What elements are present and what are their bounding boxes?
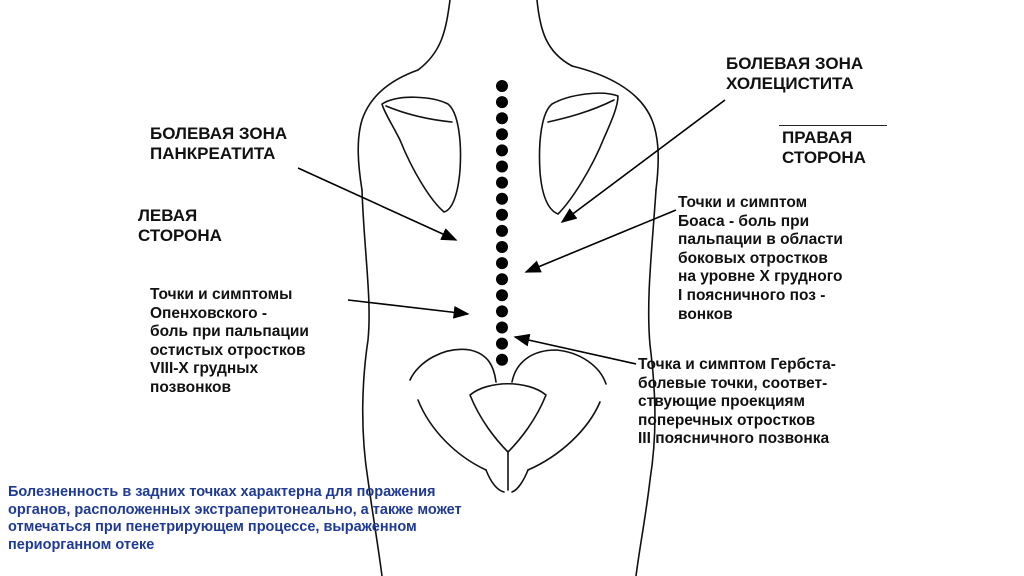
- vertebra-dot: [496, 128, 508, 141]
- sacrum: [469, 382, 547, 453]
- buttock-left: [485, 469, 505, 493]
- label-line: на уровне X грудного: [678, 268, 843, 286]
- vertebra-dot: [496, 289, 508, 302]
- vertebra-dot: [496, 144, 508, 157]
- label-cholecystitis-zone: БОЛЕВАЯ ЗОНА ХОЛЕЦИСТИТА: [726, 54, 863, 95]
- label-line: ХОЛЕЦИСТИТА: [726, 74, 854, 94]
- vertebra-dot: [496, 96, 508, 109]
- label-line: БОЛЕВАЯ ЗОНА: [150, 124, 288, 143]
- right-iliac-crest: [511, 349, 607, 385]
- right-scapula-spine: [547, 99, 615, 123]
- vertebra-dot: [496, 112, 508, 125]
- label-line: VIII-X грудных: [150, 360, 259, 378]
- left-scapula-spine: [385, 105, 453, 123]
- vertebra-dot: [496, 80, 508, 92]
- left-iliac-crest: [409, 348, 497, 383]
- label-line: Точки и симптом: [678, 194, 808, 211]
- vertebra-dot: [496, 273, 508, 286]
- vertebra-dot: [496, 321, 508, 334]
- label-line: ствующие проекциям: [638, 393, 805, 411]
- label-line: Точка и симптом Гербста-: [638, 356, 836, 373]
- label-line: БОЛЕВАЯ ЗОНА: [726, 54, 864, 73]
- label-line: вонков: [678, 305, 733, 323]
- label-line: боль при пальпации: [150, 323, 309, 341]
- arrow-boas: [524, 209, 677, 273]
- label-gerbst-symptom: Точка и симптом Гербста- болевые точки, …: [638, 356, 836, 449]
- right-gluteal: [527, 401, 601, 471]
- label-line: Боаса - боль при: [678, 212, 810, 230]
- left-scapula: [381, 96, 462, 213]
- label-line: Опенховского -: [150, 304, 268, 322]
- label-pancreatitis-zone: БОЛЕВАЯ ЗОНА ПАНКРЕАТИТА: [150, 124, 287, 165]
- label-line: I поясничного поз -: [678, 286, 826, 304]
- vertebra-dot: [496, 241, 508, 253]
- caption-line: органов, расположенных экстраперитонеаль…: [8, 501, 462, 518]
- caption-line: периорганном отеке: [8, 537, 155, 554]
- right-scapula: [538, 92, 619, 215]
- caption-text: Болезненность в задних точках характерна…: [8, 484, 462, 555]
- arrow-gerbst: [513, 333, 637, 365]
- left-gluteal: [417, 399, 487, 471]
- label-right-side: ПРАВАЯ СТОРОНА: [782, 128, 866, 169]
- arrow-cholecystitis: [560, 99, 726, 223]
- label-boas-symptom: Точки и симптом Боаса - боль при пальпац…: [678, 194, 843, 324]
- left-shoulder-outline: [357, 69, 419, 191]
- label-line: ПРАВАЯ: [782, 128, 853, 147]
- label-line: пальпации в области: [678, 231, 843, 249]
- right-shoulder-outline: [571, 65, 660, 191]
- label-line: ЛЕВАЯ: [138, 206, 198, 225]
- label-line: болевые точки, соответ-: [638, 374, 828, 392]
- arrow-pancreatitis: [297, 167, 458, 241]
- label-line: СТОРОНА: [138, 226, 222, 246]
- left-body-outline: [361, 189, 383, 576]
- label-line: СТОРОНА: [782, 148, 866, 168]
- vertebra-dot: [496, 337, 508, 350]
- vertebra-dot: [496, 208, 508, 221]
- divider-line: [779, 125, 887, 126]
- vertebra-dot: [496, 353, 508, 366]
- right-body-outline: [635, 189, 657, 576]
- buttock-right: [511, 469, 529, 493]
- label-line: остистых отростков: [150, 341, 306, 359]
- vertebra-dot: [496, 176, 508, 189]
- vertebra-dot: [496, 224, 508, 237]
- caption-line: отмечаться при пенетрирующем процессе, в…: [8, 519, 417, 536]
- vertebra-dot: [496, 257, 508, 270]
- label-line: Точки и симптомы: [150, 286, 293, 303]
- vertebra-dot: [496, 160, 508, 173]
- label-line: позвонков: [150, 378, 232, 396]
- neck-left-outline: [417, 0, 451, 71]
- vertebra-dot: [496, 192, 508, 205]
- label-line: боковых отростков: [678, 249, 828, 267]
- label-left-side: ЛЕВАЯ СТОРОНА: [138, 206, 222, 247]
- spine-dots: [496, 80, 508, 366]
- vertebra-dot: [496, 305, 508, 318]
- arrow-openhovsky: [347, 299, 470, 319]
- label-line: ПАНКРЕАТИТА: [150, 144, 276, 164]
- neck-right-outline: [536, 0, 573, 67]
- caption-line: Болезненность в задних точках характерна…: [8, 484, 436, 500]
- label-line: поперечных отростков: [638, 411, 816, 429]
- label-line: III поясничного позвонка: [638, 430, 830, 448]
- label-openhovsky-symptom: Точки и симптомы Опенховского - боль при…: [150, 286, 309, 398]
